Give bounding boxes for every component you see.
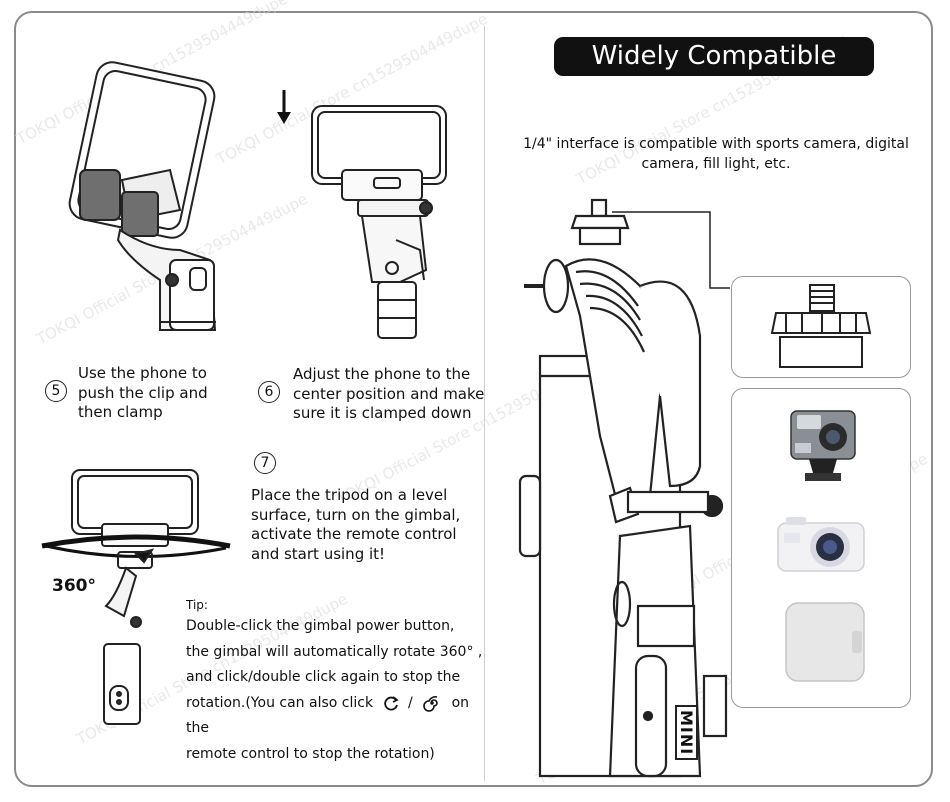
compat-line: 1/4" interface is compatible with sports… bbox=[523, 136, 909, 152]
step6-illustration bbox=[311, 105, 447, 339]
tip-line: rotation.(You can also click / on the bbox=[186, 691, 486, 742]
section-title: Widely Compatible bbox=[554, 37, 874, 76]
tip-text: Double-click the gimbal power button, th… bbox=[186, 614, 486, 767]
callout-line bbox=[612, 211, 730, 289]
device-label: MINI bbox=[675, 705, 698, 761]
step6-line: center position and make bbox=[293, 384, 485, 403]
tip-line: the gimbal will automatically rotate 360… bbox=[186, 643, 483, 660]
down-arrow-icon bbox=[277, 90, 291, 124]
step-number-badge: 5 bbox=[45, 380, 67, 402]
tip-separator: / bbox=[407, 694, 413, 711]
step5-text: Use the phone to push the clip and then … bbox=[78, 364, 208, 423]
accessories-box bbox=[731, 388, 911, 708]
spiral-icon bbox=[423, 695, 438, 712]
step7-line: surface, turn on the gimbal, bbox=[251, 505, 461, 524]
tip-line-text: rotation.(You can also click bbox=[186, 694, 374, 711]
step7-line: and start using it! bbox=[251, 544, 386, 563]
step5-line: then clamp bbox=[78, 403, 163, 421]
step-number-badge: 7 bbox=[254, 452, 276, 474]
step7-line: activate the remote control bbox=[251, 525, 457, 543]
step7-text: Place the tripod on a level surface, tur… bbox=[251, 486, 460, 564]
gimbal-closeup-illustration bbox=[518, 198, 728, 778]
step5-line: push the clip and bbox=[78, 383, 208, 402]
compat-line: camera, fill light, etc. bbox=[641, 155, 791, 172]
rotation-label: 360° bbox=[52, 576, 96, 596]
tip-line: Double-click the gimbal power button, bbox=[186, 618, 455, 634]
rotate-icon bbox=[383, 695, 399, 710]
screw-detail-box bbox=[731, 276, 911, 378]
compatibility-text: 1/4" interface is compatible with sports… bbox=[516, 135, 916, 174]
tip-line-text: on the bbox=[186, 694, 470, 737]
step7-line: Place the tripod on a level bbox=[251, 486, 448, 504]
step6-text: Adjust the phone to the center position … bbox=[293, 365, 484, 424]
tip-label: Tip: bbox=[186, 598, 208, 612]
step6-line: sure it is clamped down bbox=[293, 404, 472, 422]
step-number-badge: 6 bbox=[258, 381, 280, 403]
column-divider bbox=[484, 26, 485, 781]
step7-illustration bbox=[41, 469, 231, 725]
step6-line: Adjust the phone to the bbox=[293, 365, 471, 383]
screw-mount-icon bbox=[770, 284, 872, 368]
tip-line: and click/double click again to stop the bbox=[186, 669, 461, 685]
step5-line: Use the phone to bbox=[78, 364, 207, 382]
digital-camera-icon bbox=[777, 517, 865, 572]
sports-camera-icon bbox=[790, 410, 856, 481]
fill-light-icon bbox=[785, 602, 865, 682]
step5-illustration bbox=[68, 61, 217, 331]
tip-line: remote control to stop the rotation) bbox=[186, 745, 435, 762]
